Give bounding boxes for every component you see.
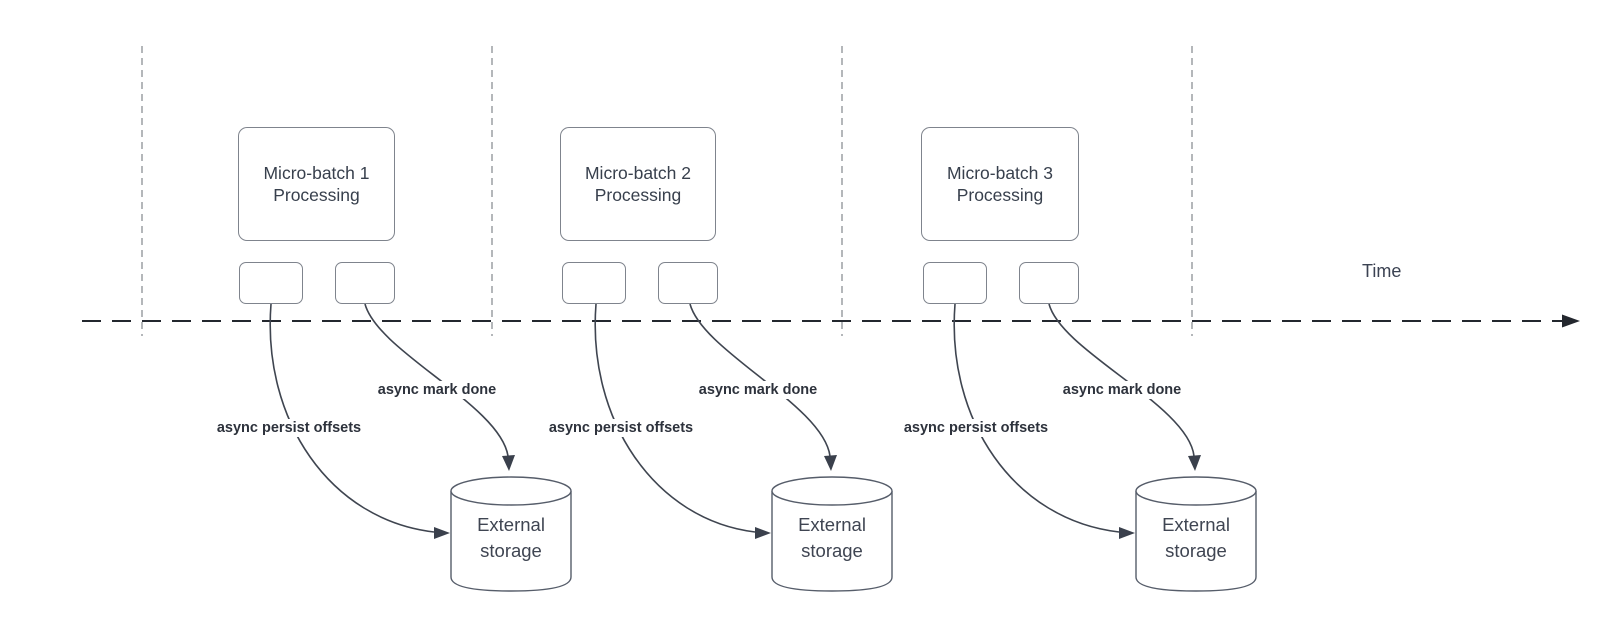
microbatch-3-offset-task-box (923, 262, 987, 304)
external-storage-cylinder (450, 476, 572, 592)
mark-done-arrow (689, 303, 831, 457)
time-axis-label: Time (1362, 261, 1401, 282)
microbatch-1-processing-label: Micro-batch 1 Processing (263, 162, 370, 205)
mark-done-arrowhead (502, 455, 515, 471)
mark-done-arrowhead (1188, 455, 1201, 471)
mark-done-arrowhead (824, 455, 837, 471)
mark-done-arrow-label: async mark done (695, 381, 821, 399)
persist-offsets-arrow-label: async persist offsets (545, 419, 697, 437)
external-storage-cylinder (1135, 476, 1257, 592)
cylinder-top (450, 476, 572, 506)
persist-offsets-arrow-label: async persist offsets (213, 419, 365, 437)
mark-done-arrow-label: async mark done (374, 381, 500, 399)
external-storage-cylinder (771, 476, 893, 592)
external-storage-label-text: External storage (1162, 514, 1230, 561)
mark-done-arrow-label-text: async mark done (377, 382, 497, 398)
mark-done-arrow (1048, 303, 1195, 457)
external-storage-label: External storage (451, 512, 571, 564)
persist-offsets-arrow (594, 303, 756, 533)
persist-offsets-arrowhead (1119, 527, 1135, 539)
external-storage-label: External storage (1136, 512, 1256, 564)
cylinder-body (1135, 491, 1257, 592)
persist-offsets-arrowhead (434, 527, 450, 539)
microbatch-1-processing-box: Micro-batch 1 Processing (238, 127, 395, 241)
mark-done-arrow-label-text: async mark done (1062, 382, 1182, 398)
cylinder-top (771, 476, 893, 506)
mark-done-arrow-label-text: async mark done (698, 382, 818, 398)
time-axis-arrowhead (1562, 314, 1580, 328)
persist-offsets-arrow (269, 303, 435, 533)
mark-done-arrow-label: async mark done (1059, 381, 1185, 399)
microbatch-3-processing-label: Micro-batch 3 Processing (946, 162, 1053, 205)
microbatch-2-offset-task-box (562, 262, 626, 304)
persist-offsets-arrow-label-text: async persist offsets (548, 420, 694, 436)
microbatch-2-done-task-box (658, 262, 718, 304)
microbatch-3-processing-box: Micro-batch 3 Processing (921, 127, 1079, 241)
microbatch-2-processing-label: Micro-batch 2 Processing (584, 162, 691, 205)
microbatch-1-offset-task-box (239, 262, 303, 304)
external-storage-label-text: External storage (798, 514, 866, 561)
cylinder-body (771, 491, 893, 592)
persist-offsets-arrowhead (755, 527, 771, 539)
persist-offsets-arrow-label-text: async persist offsets (903, 420, 1049, 436)
external-storage-label: External storage (772, 512, 892, 564)
persist-offsets-arrow-label-text: async persist offsets (216, 420, 362, 436)
microbatch-2-processing-box: Micro-batch 2 Processing (560, 127, 716, 241)
microbatch-1-done-task-box (335, 262, 395, 304)
microbatch-3-done-task-box (1019, 262, 1079, 304)
time-axis-label-text: Time (1362, 261, 1402, 281)
persist-offsets-arrow (953, 303, 1120, 533)
external-storage-label-text: External storage (477, 514, 545, 561)
mark-done-arrow (364, 303, 509, 457)
cylinder-top (1135, 476, 1257, 506)
persist-offsets-arrow-label: async persist offsets (900, 419, 1052, 437)
cylinder-body (450, 491, 572, 592)
